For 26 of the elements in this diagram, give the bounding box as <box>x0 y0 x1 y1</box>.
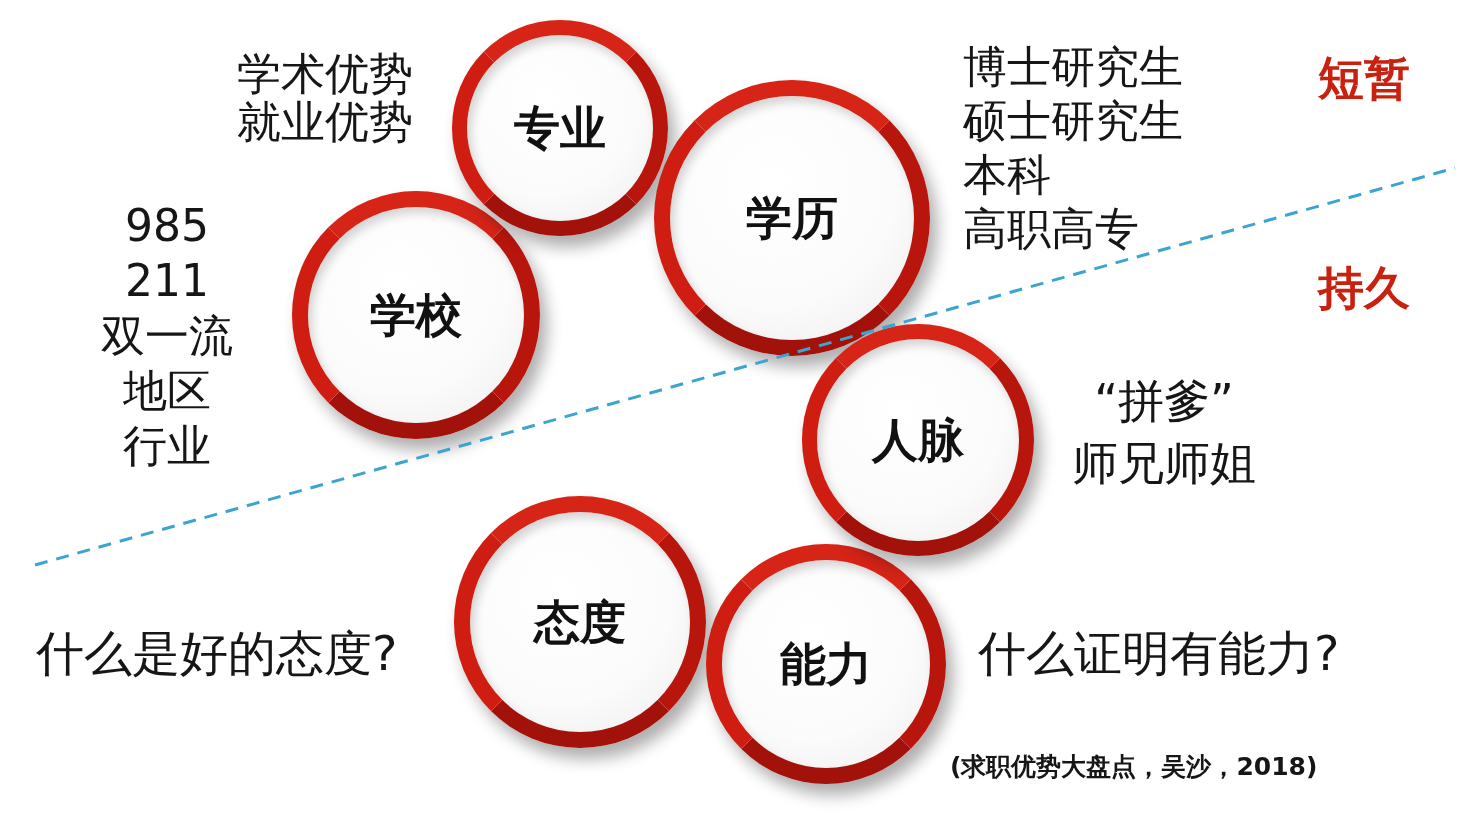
annotation-text: “拼爹” <box>1094 373 1234 430</box>
annotation-text: 行业 <box>123 419 211 473</box>
ring-circle <box>654 80 930 356</box>
question-text: 什么是好的态度? <box>36 624 398 682</box>
annotation-text: 硕士研究生 <box>963 94 1183 148</box>
circle-label: 专业 <box>514 102 606 154</box>
question-text: 什么证明有能力? <box>978 624 1340 682</box>
annotation-text: 211 <box>125 254 209 308</box>
annotation-text: 学术优势 <box>237 50 413 98</box>
ring-circle <box>706 544 946 784</box>
annotation-text: 双一流 <box>101 309 233 363</box>
circle-label: 学校 <box>370 289 462 341</box>
annotation-text: 本科 <box>963 148 1051 202</box>
category-label: 持久 <box>1318 262 1410 315</box>
circle-label: 学历 <box>746 192 838 244</box>
annotation-text: 985 <box>125 199 209 253</box>
annotation-text: 就业优势 <box>237 98 413 146</box>
annotation-text: 博士研究生 <box>963 40 1183 94</box>
citation-caption: (求职优势大盘点，吴沙，2018) <box>950 752 1318 782</box>
circle-label: 人脉 <box>872 414 964 466</box>
annotation-text: 高职高专 <box>963 202 1139 256</box>
annotation-text: 地区 <box>123 364 211 418</box>
circle-label: 态度 <box>534 596 626 648</box>
annotation-text: 师兄师姐 <box>1072 435 1256 492</box>
category-label: 短暂 <box>1318 52 1410 105</box>
circle-label: 能力 <box>780 638 872 690</box>
